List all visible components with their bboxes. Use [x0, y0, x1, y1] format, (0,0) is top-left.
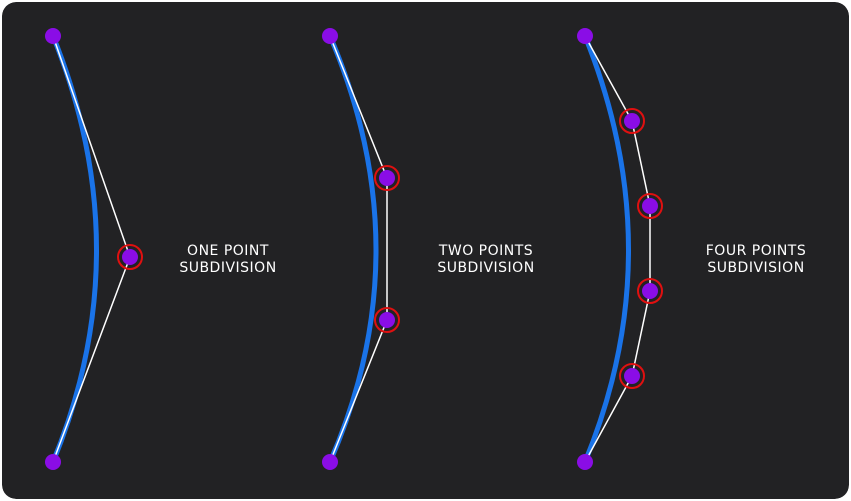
- subdivision-highlight-ring: [374, 165, 400, 191]
- label-one-point-line1: ONE POINT: [187, 243, 269, 259]
- endpoint-bottom: [45, 454, 61, 470]
- subdivision-point: [642, 283, 658, 299]
- diagram-four-points: FOUR POINTS SUBDIVISION: [577, 28, 806, 470]
- subdivision-point: [379, 170, 395, 186]
- subdivision-point: [379, 312, 395, 328]
- subdivision-highlight-ring: [117, 244, 143, 270]
- subdivision-point: [624, 113, 640, 129]
- label-four-points-line2: SUBDIVISION: [707, 260, 804, 276]
- polyline-two-points: [329, 35, 388, 463]
- diagram-two-points: TWO POINTS SUBDIVISION: [322, 28, 534, 470]
- subdivision-point: [642, 198, 658, 214]
- subdivision-highlight-ring: [619, 108, 645, 134]
- label-four-points-line1: FOUR POINTS: [706, 243, 807, 259]
- label-one-point-line2: SUBDIVISION: [179, 260, 276, 276]
- curve-four-points: [582, 33, 631, 465]
- polyline-four-points: [584, 35, 651, 463]
- endpoint-top: [322, 28, 338, 44]
- subdivision-highlight-ring: [374, 307, 400, 333]
- endpoint-bottom: [322, 454, 338, 470]
- subdivision-point: [122, 249, 138, 265]
- endpoint-top: [45, 28, 61, 44]
- subdivision-point: [624, 368, 640, 384]
- endpoint-bottom: [577, 454, 593, 470]
- curve-two-points: [327, 33, 379, 465]
- label-two-points-line1: TWO POINTS: [438, 243, 533, 259]
- subdivision-highlight-ring: [619, 363, 645, 389]
- endpoint-top: [577, 28, 593, 44]
- subdivision-highlight-ring: [637, 278, 663, 304]
- diagram-one-point: ONE POINT SUBDIVISION: [45, 28, 276, 470]
- label-two-points-line2: SUBDIVISION: [437, 260, 534, 276]
- subdivision-highlight-ring: [637, 193, 663, 219]
